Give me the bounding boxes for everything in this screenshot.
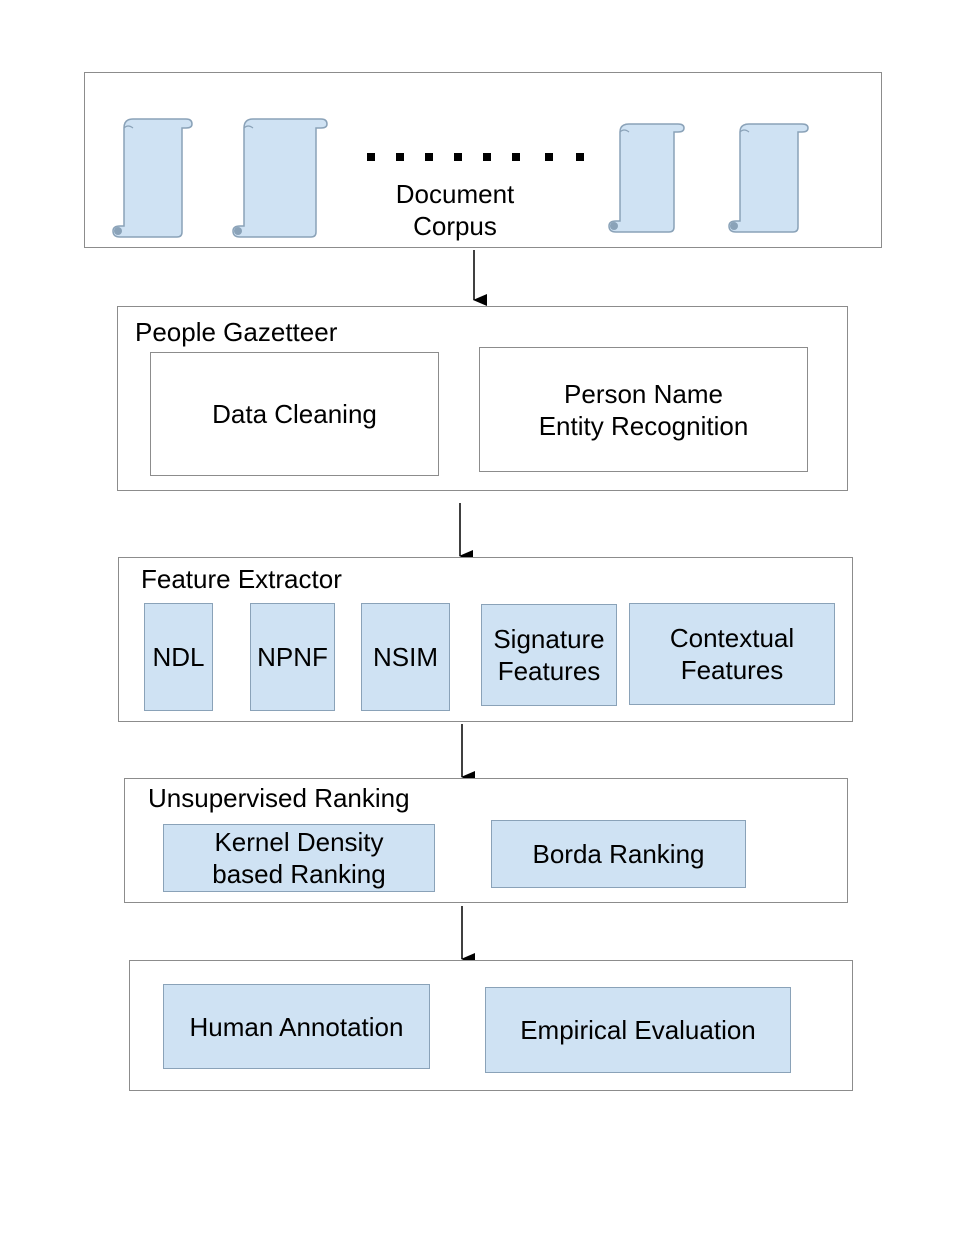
feature-extractor-title: Feature Extractor: [141, 564, 342, 594]
scroll-icon: [608, 123, 685, 233]
borda-ranking-box: Borda Ranking: [491, 820, 746, 888]
scroll-icon: [232, 118, 328, 238]
ndl-box: NDL: [144, 603, 213, 711]
borda-ranking-label: Borda Ranking: [532, 839, 705, 869]
human-annotation-box: Human Annotation: [163, 984, 430, 1069]
kernel-density-ranking-label: Kernel Density based Ranking: [212, 827, 386, 889]
empirical-evaluation-box: Empirical Evaluation: [485, 987, 791, 1073]
scroll-icon: [728, 123, 809, 233]
human-annotation-label: Human Annotation: [189, 1011, 404, 1042]
data-cleaning-label: Data Cleaning: [212, 399, 377, 429]
contextual-features-label: Contextual Features: [669, 623, 795, 685]
nsim-box: NSIM: [361, 603, 450, 711]
nsim-label: NSIM: [373, 642, 438, 672]
kernel-density-ranking-box: Kernel Density based Ranking: [163, 824, 435, 892]
unsupervised-ranking-title: Unsupervised Ranking: [148, 783, 410, 813]
npnf-label: NPNF: [257, 642, 328, 672]
person-name-ner-box: Person Name Entity Recognition: [479, 347, 808, 472]
signature-features-box: Signature Features: [481, 604, 617, 706]
npnf-box: NPNF: [250, 603, 335, 711]
ndl-label: NDL: [152, 642, 205, 672]
people-gazetteer-title: People Gazetteer: [135, 317, 338, 347]
empirical-evaluation-label: Empirical Evaluation: [520, 1015, 756, 1045]
signature-features-label: Signature Features: [493, 624, 605, 686]
person-name-ner-label: Person Name Entity Recognition: [538, 378, 749, 441]
data-cleaning-box: Data Cleaning: [150, 352, 439, 476]
contextual-features-box: Contextual Features: [629, 603, 835, 705]
ellipsis-dots: [367, 153, 584, 161]
document-corpus-label: Document Corpus: [395, 179, 515, 241]
scroll-icon: [112, 118, 193, 238]
